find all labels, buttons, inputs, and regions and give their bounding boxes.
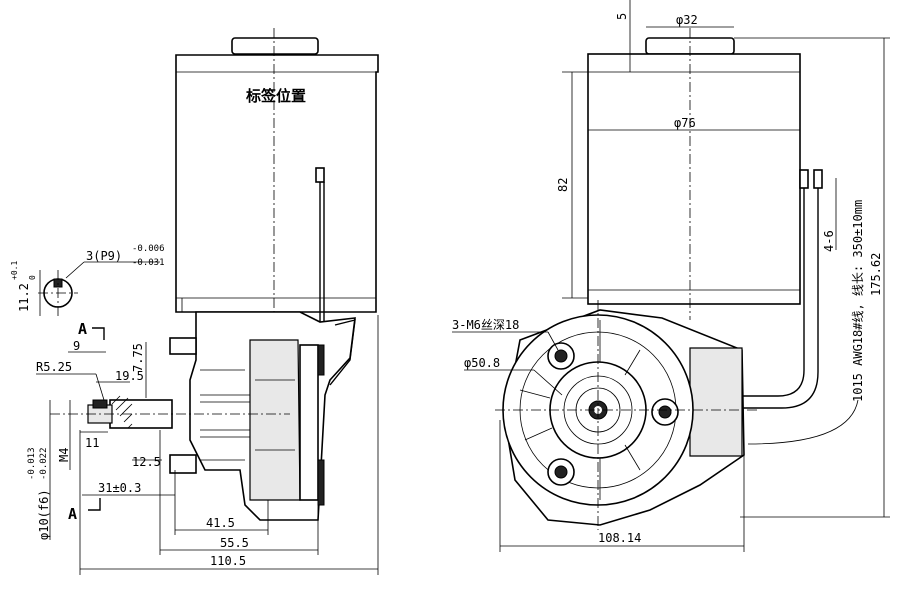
section-arrow-bottom — [88, 498, 101, 511]
section-marker-bottom: A — [68, 505, 77, 523]
key-height-tol-upper: +0.1 — [10, 261, 19, 280]
dim-9: 9 — [73, 339, 80, 353]
left-view: 标签位置 — [10, 28, 379, 575]
section-marker-top: A — [78, 320, 87, 338]
right-wire-1 — [740, 188, 805, 397]
right-terminal-2 — [813, 169, 823, 189]
key-callout: 3(P9) — [86, 249, 122, 263]
mount-lug — [317, 459, 325, 506]
dim-41-5: 41.5 — [206, 516, 235, 530]
dim-82: 82 — [556, 178, 570, 192]
right-terminal-1 — [799, 169, 809, 189]
key-height-tol-lower: 0 — [28, 275, 37, 280]
key-tol-upper: -0.006 — [132, 244, 165, 254]
wire-note-leader — [747, 399, 859, 445]
dim-55-5: 55.5 — [220, 536, 249, 550]
dim-7-75: 7.75 — [131, 343, 145, 372]
dim-108-14: 108.14 — [598, 531, 641, 545]
key-height: 11.2 — [17, 283, 31, 312]
dim-110-5: 110.5 — [210, 554, 246, 568]
dim-19-5: 19.5 — [115, 369, 144, 383]
gearbox-plate — [299, 344, 319, 501]
dim-phi76: φ76 — [674, 116, 696, 130]
dim-m6: 3-M6丝深18 — [452, 318, 519, 332]
boss-top — [169, 337, 197, 355]
dim-4-6: 4-6 — [822, 230, 836, 252]
boss-bottom — [169, 454, 197, 474]
dim-r: R5.25 — [36, 360, 72, 374]
key-tol-lower: -0.031 — [132, 258, 165, 268]
right-view: φ76 φ32 5 82 4-6 1015 AWG18#线, 线长: 350±1… — [452, 0, 890, 552]
mount-lug-top — [317, 344, 325, 376]
dim-m4: M4 — [57, 448, 71, 462]
dim-phi32: φ32 — [676, 13, 698, 27]
dim-12-5: 12.5 — [132, 455, 161, 469]
dim-175-62: 175.62 — [869, 253, 883, 296]
gearbox-flange — [249, 339, 301, 501]
wire-terminal — [315, 167, 325, 183]
dim-5: 5 — [615, 13, 629, 20]
dim-31: 31±0.3 — [98, 481, 141, 495]
motor-top-cap — [231, 37, 319, 55]
wire-note: 1015 AWG18#线, 线长: 350±10mm — [851, 200, 865, 402]
right-wire-2 — [740, 188, 819, 409]
section-arrow-top — [92, 327, 105, 340]
key-slot — [92, 399, 108, 409]
shaft-tol-upper: -0.013 — [27, 447, 37, 480]
gearbox-side-block — [689, 347, 743, 457]
shaft-tol-lower: -0.022 — [39, 447, 49, 480]
shaft-dia: φ10(f6) — [37, 489, 51, 540]
dim-11: 11 — [85, 436, 99, 450]
dim-phi50-8: φ50.8 — [464, 356, 500, 370]
right-motor-can — [587, 53, 801, 305]
label-position-text: 标签位置 — [245, 87, 306, 105]
mounting-holes — [547, 342, 679, 486]
